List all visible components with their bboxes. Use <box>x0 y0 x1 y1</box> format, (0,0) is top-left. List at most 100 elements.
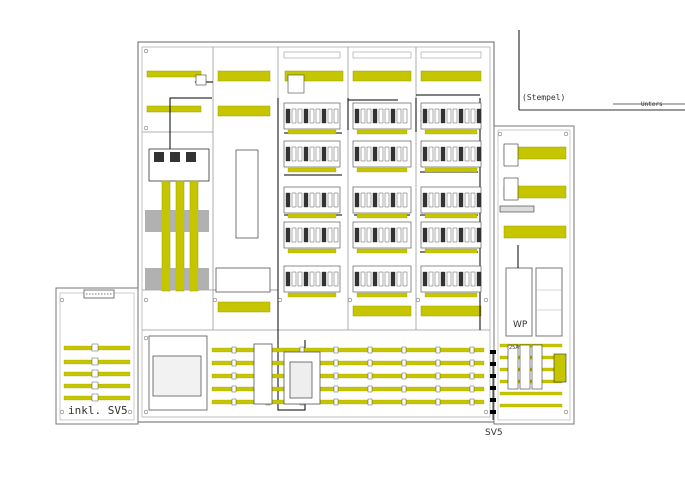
label-strip <box>287 167 337 173</box>
rail-clamp <box>367 359 373 367</box>
breaker-module <box>428 271 434 287</box>
rail-clamp <box>401 346 407 354</box>
breaker-module <box>378 192 384 208</box>
breaker-module <box>354 192 360 208</box>
breaker-module <box>309 271 315 287</box>
breaker-module <box>464 146 470 162</box>
breaker-module <box>390 271 396 287</box>
label-strip <box>287 248 337 254</box>
breaker-module <box>360 227 366 243</box>
label-strip <box>424 292 478 298</box>
screw <box>127 409 133 415</box>
breaker-module <box>470 227 476 243</box>
meter-panel <box>235 149 259 239</box>
breaker-module <box>366 146 372 162</box>
rail-clamp <box>367 372 373 380</box>
breaker-module <box>458 192 464 208</box>
breaker-module <box>327 146 333 162</box>
rail-clamp <box>401 359 407 367</box>
rail-clamp <box>435 346 441 354</box>
breaker-module <box>464 108 470 124</box>
label-strip <box>356 248 408 254</box>
breaker-module <box>384 271 390 287</box>
breaker-module <box>285 146 291 162</box>
breaker-module <box>354 227 360 243</box>
breaker-module <box>434 192 440 208</box>
breaker-module <box>366 108 372 124</box>
breaker-module <box>309 108 315 124</box>
breaker-module <box>476 227 482 243</box>
breaker-module <box>321 146 327 162</box>
breaker-module <box>428 108 434 124</box>
breaker-module <box>333 146 339 162</box>
breaker-module <box>440 271 446 287</box>
breaker-module <box>422 146 428 162</box>
terminal-rail <box>211 386 485 392</box>
rail-clamp <box>435 372 441 380</box>
breaker-module <box>396 192 402 208</box>
breaker-module <box>476 192 482 208</box>
breaker-module <box>422 227 428 243</box>
breaker-module <box>327 108 333 124</box>
breaker-module <box>446 192 452 208</box>
breaker-module <box>452 271 458 287</box>
breaker-module <box>422 271 428 287</box>
breaker-module <box>384 108 390 124</box>
breaker-module <box>372 227 378 243</box>
terminal-rail <box>211 373 485 379</box>
label-strip <box>287 292 337 298</box>
breaker-module <box>333 271 339 287</box>
breaker-module <box>384 227 390 243</box>
breaker-module <box>470 271 476 287</box>
terminal-rail <box>211 399 485 405</box>
label-strip <box>287 129 337 135</box>
breaker-module <box>285 108 291 124</box>
breaker-module <box>297 108 303 124</box>
rail-clamp <box>401 385 407 393</box>
breaker-module <box>315 192 321 208</box>
breaker-module <box>452 192 458 208</box>
breaker-module <box>372 146 378 162</box>
breaker-module <box>434 227 440 243</box>
breaker-module <box>440 227 446 243</box>
label-strip <box>356 213 408 219</box>
breaker-module <box>402 192 408 208</box>
screw <box>483 297 489 303</box>
label-strip <box>424 248 478 254</box>
mounting-screws <box>59 48 569 415</box>
breaker-module <box>434 108 440 124</box>
breaker-module <box>390 227 396 243</box>
breaker-module <box>464 227 470 243</box>
breaker-module <box>315 271 321 287</box>
main-switch <box>145 148 210 292</box>
rail-clamp <box>435 385 441 393</box>
breaker-module <box>396 108 402 124</box>
breaker-module <box>464 192 470 208</box>
rail-clamp <box>469 385 475 393</box>
breaker-module <box>354 271 360 287</box>
rail-clamp <box>367 385 373 393</box>
breaker-module <box>354 146 360 162</box>
breaker-module <box>309 146 315 162</box>
breaker-module <box>434 271 440 287</box>
breaker-module <box>333 192 339 208</box>
breaker-module <box>434 146 440 162</box>
rail-clamp <box>367 346 373 354</box>
breaker-module <box>333 227 339 243</box>
label-strip <box>356 167 408 173</box>
rail-clamp <box>231 385 237 393</box>
breaker-module <box>315 108 321 124</box>
sv5-included-label: inkl. SV5 <box>68 404 128 417</box>
breaker-module <box>402 271 408 287</box>
terminal-rail <box>211 347 485 353</box>
screw <box>212 297 218 303</box>
wp-equipment <box>499 143 567 390</box>
breaker-module <box>440 108 446 124</box>
screw <box>563 409 569 415</box>
rail-clamp <box>231 346 237 354</box>
breaker-module <box>402 146 408 162</box>
breaker-module <box>396 271 402 287</box>
wp-label: WP <box>513 320 528 330</box>
breaker-module <box>470 108 476 124</box>
